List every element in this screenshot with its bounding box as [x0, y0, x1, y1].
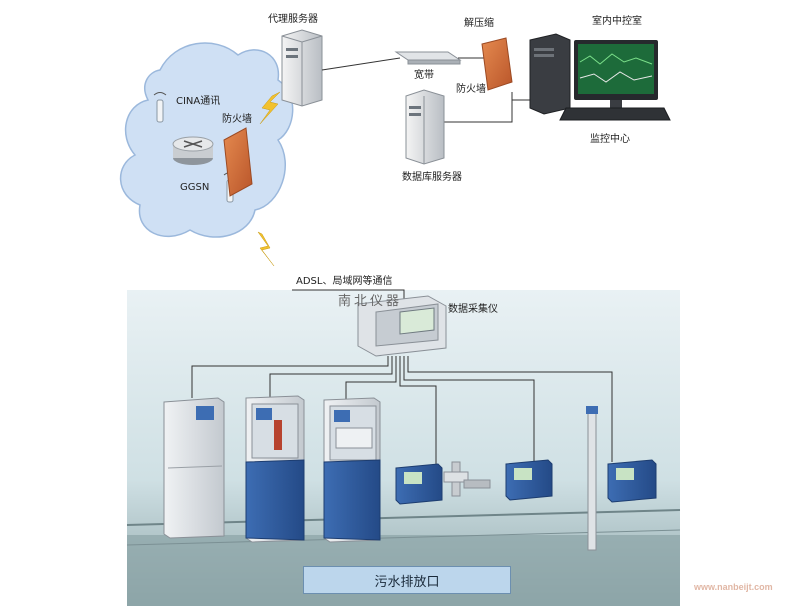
data-collector-icon	[357, 295, 447, 357]
instrument-links	[191, 356, 613, 468]
analyzer-cabinet-1	[163, 397, 225, 539]
database-server-label: 数据库服务器	[402, 172, 462, 183]
computer-tower-icon	[529, 33, 571, 115]
analyzer-cabinet-2	[245, 395, 305, 543]
decompressor-label: 解压缩	[464, 18, 494, 29]
sewage-outlet-box: 污水排放口	[303, 566, 511, 594]
meter-2-icon	[505, 459, 553, 501]
broadband-label: 宽带	[414, 70, 434, 81]
monitoring-center-label: 监控中心	[590, 134, 630, 145]
database-server-icon	[405, 89, 445, 165]
meter-3-icon	[607, 459, 657, 503]
control-room-label: 室内中控室	[592, 16, 642, 27]
link-db-network	[444, 92, 513, 123]
antenna-icon	[153, 92, 167, 123]
sewage-outlet-label: 污水排放口	[374, 574, 440, 590]
firewall-left-label: 防火墙	[222, 114, 252, 125]
wireless-link-icon	[259, 91, 281, 125]
adsl-comm-label: ADSL、局域网等通信	[296, 276, 393, 287]
cina-telecom-label: CINA通讯	[176, 96, 221, 107]
data-collector-label: 数据采集仪	[448, 304, 498, 315]
firewall-left-icon	[223, 127, 253, 197]
sensor-probe-icon	[443, 461, 491, 497]
keyboard-icon	[559, 107, 671, 121]
broadband-modem-icon	[394, 51, 462, 65]
link-proxy-broadband	[321, 57, 401, 71]
meter-1-icon	[395, 463, 443, 505]
firewall-right-label: 防火墙	[456, 84, 486, 95]
proxy-server-label: 代理服务器	[268, 14, 318, 25]
level-probe-icon	[586, 406, 598, 551]
analyzer-cabinet-3	[323, 397, 381, 543]
wireless-link-icon	[257, 231, 275, 267]
brand-watermark: 南北仪器	[338, 294, 403, 309]
ggsn-label: GGSN	[180, 182, 210, 193]
proxy-server-icon	[281, 29, 323, 107]
monitor-icon	[574, 40, 658, 108]
router-icon	[172, 136, 214, 165]
link-adsl-collector	[292, 289, 405, 300]
url-watermark: www.nanbeijt.com	[694, 582, 773, 592]
firewall-right-icon	[481, 37, 513, 91]
